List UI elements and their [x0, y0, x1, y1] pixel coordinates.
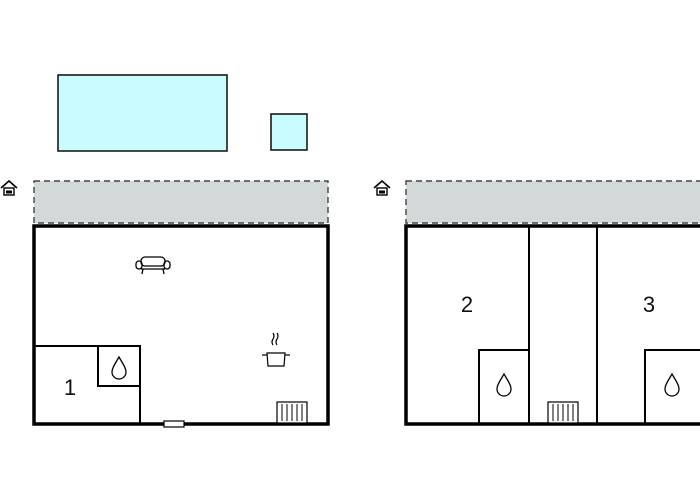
house-entrance-icon [373, 179, 391, 196]
radiator-icon [276, 401, 308, 424]
pool-small [270, 113, 308, 151]
right-floor-plan: 2 3 [373, 179, 700, 426]
room-label-2: 2 [461, 292, 473, 317]
room-label-3: 3 [643, 292, 655, 317]
pool-large [57, 74, 228, 152]
door-opening [163, 420, 185, 428]
radiator-icon [547, 401, 579, 424]
bathroom-room-2 [478, 349, 530, 425]
room-label-1: 1 [64, 375, 76, 400]
right-floor-walls [404, 224, 700, 426]
sofa-icon [135, 256, 171, 275]
house-entrance-icon [0, 179, 18, 196]
bathroom-room-3 [644, 349, 700, 425]
water-drop-icon [111, 355, 127, 380]
terrace-right [405, 180, 700, 224]
terrace-left [33, 180, 329, 224]
water-drop-icon [496, 372, 512, 397]
bathroom-left [97, 345, 141, 387]
left-floor-plan: 1 [0, 179, 330, 428]
left-floor-walls [32, 224, 330, 426]
water-drop-icon [664, 372, 680, 397]
cooking-pot-icon [262, 332, 290, 367]
